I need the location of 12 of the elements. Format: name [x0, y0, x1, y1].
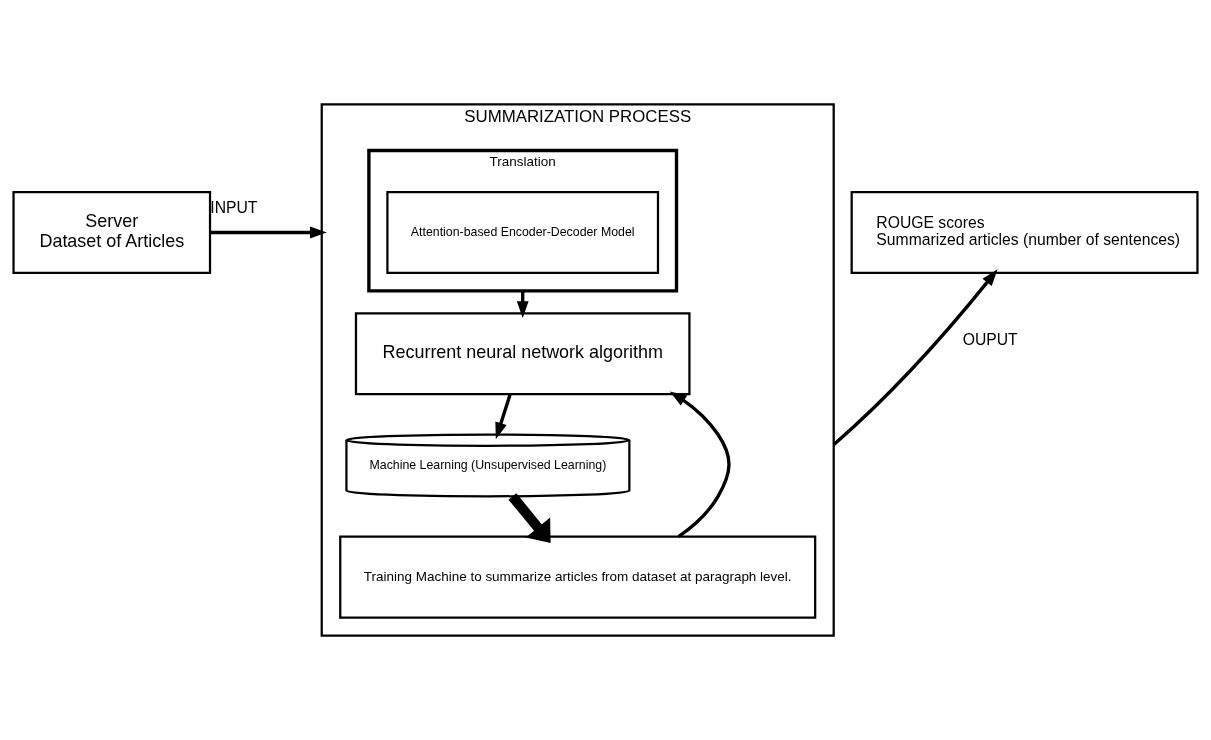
edge-label: INPUT	[210, 198, 258, 216]
node-box: ROUGE scores Summarized articles (number of sentences)	[850, 190, 1199, 274]
arrow	[495, 393, 512, 440]
arrow	[508, 493, 551, 543]
node-box: Recurrent neural network algorithm	[354, 312, 691, 396]
node-box: Training Machine to summarize articles from dataset at paragraph level.	[339, 535, 817, 619]
node-box: Server Dataset of Articles	[12, 190, 212, 274]
node-box: Attention-based Encoder-Decoder Model	[386, 190, 660, 274]
arrow	[210, 226, 327, 239]
arrow	[832, 269, 998, 446]
edge-label: OUPUT	[962, 330, 1018, 348]
arrow	[669, 391, 731, 538]
